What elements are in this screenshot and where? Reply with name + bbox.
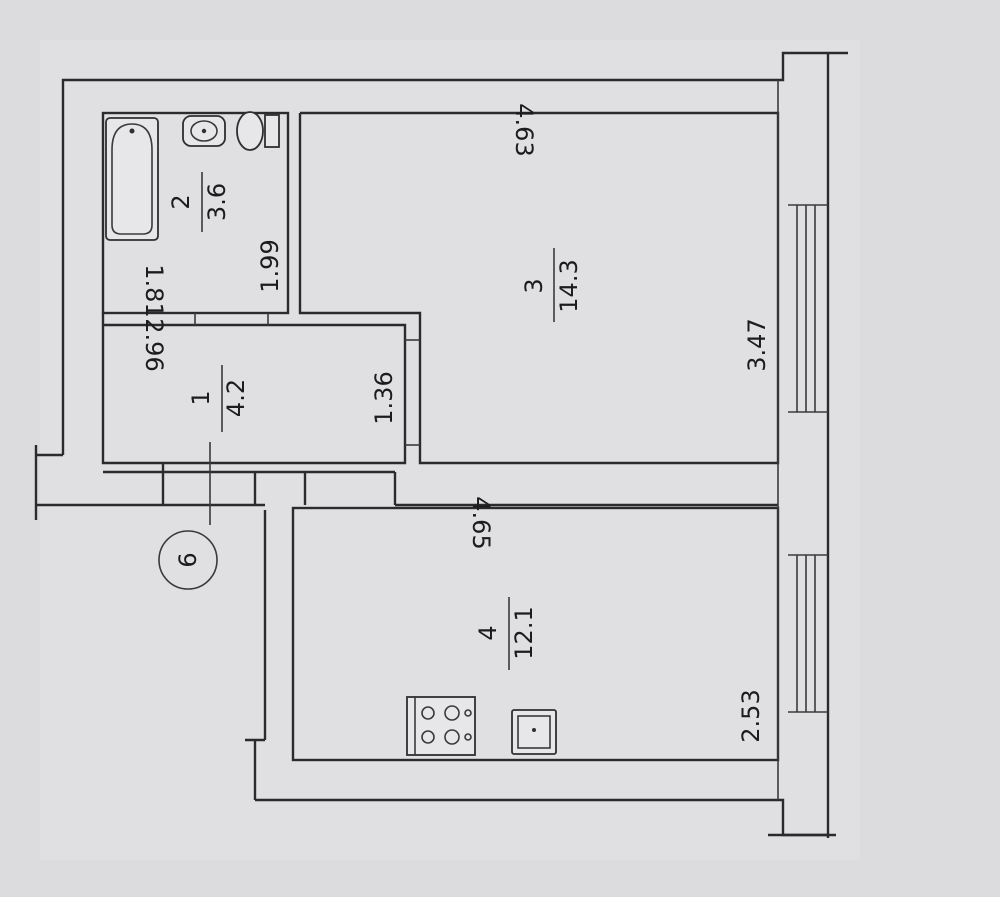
exterior-walls <box>34 51 848 838</box>
room-2-side-dimension: 1.81 <box>140 264 168 317</box>
section-marker <box>158 442 218 590</box>
room-1-side-dimension: 2.96 <box>140 318 168 371</box>
sink-icon <box>182 115 226 147</box>
kitchen-sink-icon <box>511 709 557 755</box>
room-4-side-dimension: 4.65 <box>467 496 495 549</box>
room-4-depth-dimension: 2.53 <box>737 689 765 742</box>
room-3-area: 14.3 <box>555 259 583 312</box>
room-2-area: 3.6 <box>203 183 231 221</box>
stove-icon <box>406 696 476 756</box>
room-1-number: 1 <box>187 390 215 405</box>
room-4-number: 4 <box>474 625 502 640</box>
room-2-depth-dimension: 1.99 <box>256 239 284 292</box>
room-1-area: 4.2 <box>222 379 250 417</box>
window-room-4 <box>788 554 828 713</box>
window-room-3 <box>788 204 828 413</box>
room-4-area: 12.1 <box>510 606 538 659</box>
toilet-icon <box>236 111 280 151</box>
room-2-number: 2 <box>167 194 195 209</box>
room-3-depth-dimension: 3.47 <box>743 318 771 371</box>
section-marker-number: 6 <box>174 552 202 567</box>
room-3-number: 3 <box>520 278 548 293</box>
room-1-depth-dimension: 1.36 <box>370 371 398 424</box>
bathtub-icon <box>105 117 159 241</box>
interior-walls <box>101 80 780 800</box>
room-3-side-dimension: 4.63 <box>510 103 538 156</box>
